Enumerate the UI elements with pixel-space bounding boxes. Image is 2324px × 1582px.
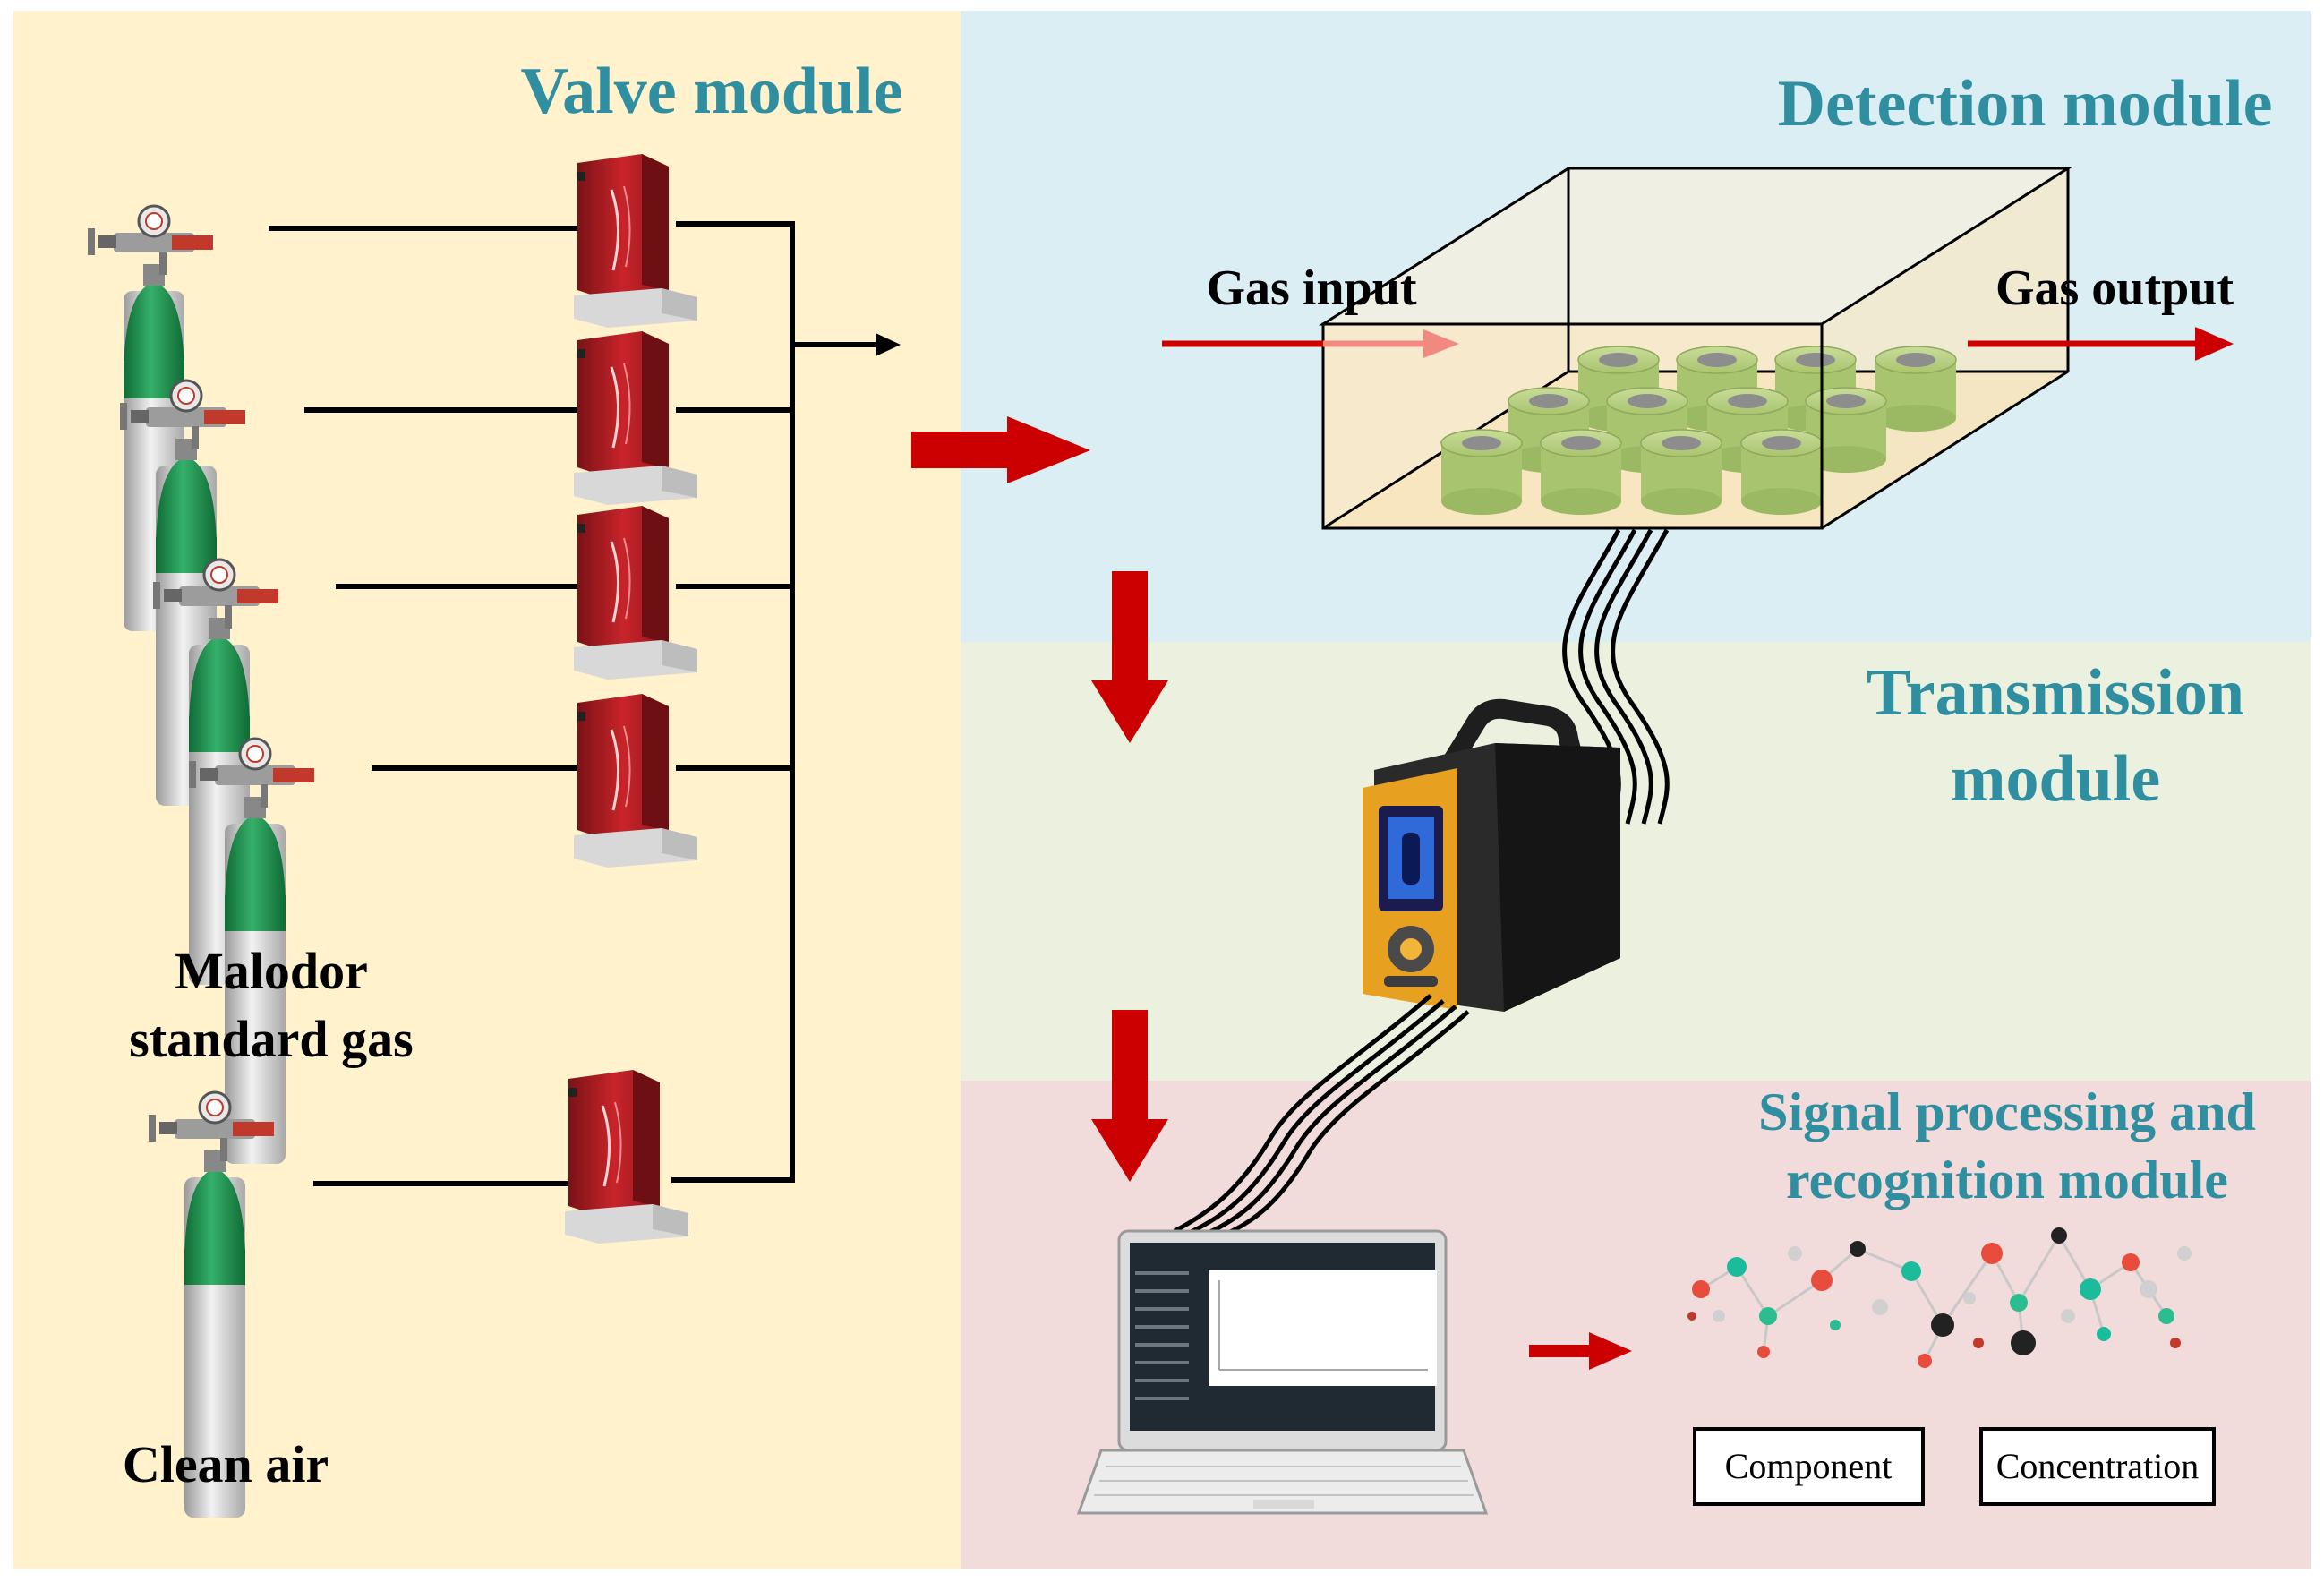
gas-output-arrow [1968, 327, 2234, 361]
laptop-to-molecules-arrow [1529, 1332, 1632, 1370]
valve-to-detection-arrow [911, 416, 1090, 483]
detection-to-transmission-arrow [1091, 571, 1168, 743]
mixing-line-arrowhead [876, 333, 901, 356]
malodor-label-line2: standard gas [129, 1010, 413, 1068]
detection-chamber [1318, 167, 2073, 530]
signal-module-title-line2: recognition module [1786, 1150, 2228, 1210]
transmission-module-title-line2: module [1951, 742, 2160, 816]
gas-output-label: Gas output [1995, 261, 2234, 316]
component-label: Component [1725, 1446, 1893, 1486]
portable-gas-detector [1363, 698, 1620, 1012]
transmission-module-panel [961, 642, 2311, 1081]
concentration-output: Concentration [1979, 1427, 2216, 1506]
valve-module-title: Valve module [521, 55, 903, 128]
gas-input-arrow [1162, 329, 1459, 358]
gas-input-label: Gas input [1207, 261, 1417, 316]
concentration-label: Concentration [1996, 1446, 2200, 1486]
gas-lines [269, 221, 876, 1186]
signal-module-title-line1: Signal processing and [1758, 1082, 2256, 1142]
molecule-network [1687, 1227, 2192, 1368]
transmission-to-signal-arrow [1091, 1010, 1168, 1182]
transmission-module-title-line1: Transmission [1867, 656, 2244, 730]
laptop [1076, 1229, 1489, 1515]
malodor-label-line1: Malodor [175, 942, 368, 1000]
component-output: Component [1693, 1427, 1925, 1506]
detection-module-title: Detection module [1778, 67, 2273, 141]
data-cable [1173, 994, 1470, 1242]
clean-air-label: Clean air [123, 1435, 329, 1493]
